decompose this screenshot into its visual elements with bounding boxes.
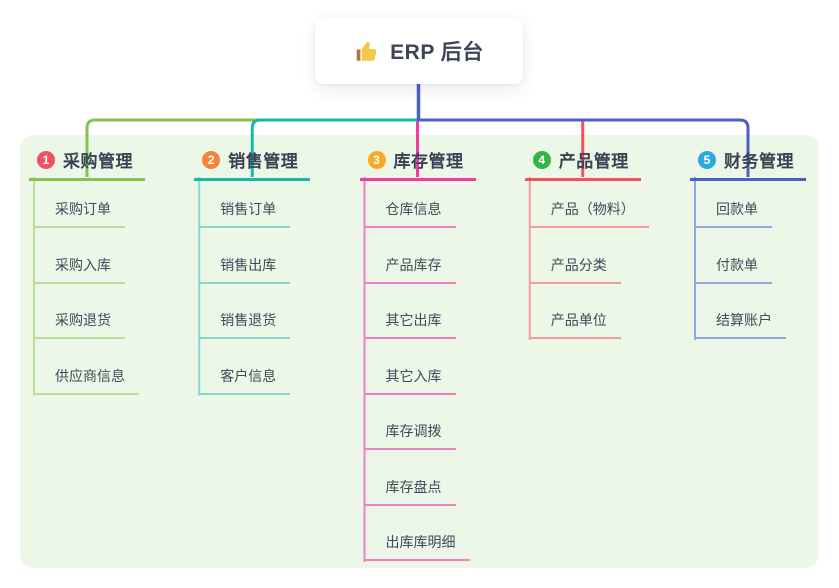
branch-panel-background xyxy=(20,135,819,568)
child-node[interactable]: 供应商信息 xyxy=(33,366,139,395)
child-node[interactable]: 采购入库 xyxy=(33,255,125,284)
child-node[interactable]: 产品分类 xyxy=(528,255,621,284)
root-title: ERP 后台 xyxy=(390,41,484,64)
child-node[interactable]: 其它出库 xyxy=(363,310,456,339)
branch-label: 销售管理 xyxy=(228,152,299,171)
child-node[interactable]: 客户信息 xyxy=(198,366,291,395)
branch-number-badge: 1 xyxy=(37,150,55,169)
child-node[interactable]: 库存调拨 xyxy=(363,421,456,450)
branch-label: 库存管理 xyxy=(393,152,464,171)
branch-label: 产品管理 xyxy=(558,152,629,171)
branch-number-badge: 3 xyxy=(367,150,386,169)
branch-number-badge: 4 xyxy=(532,150,551,169)
branch-number-badge: 2 xyxy=(202,150,221,169)
branch-label: 采购管理 xyxy=(63,152,133,171)
thumbs-up-icon xyxy=(356,42,377,61)
child-node[interactable]: 其它入库 xyxy=(363,366,456,395)
branch-number-badge: 5 xyxy=(698,150,716,169)
branch-node-5[interactable]: 5 财务管理 xyxy=(690,147,806,181)
child-node[interactable]: 采购订单 xyxy=(33,199,125,228)
root-node[interactable]: ERP 后台 xyxy=(315,18,523,84)
child-node[interactable]: 销售出库 xyxy=(198,255,291,284)
child-node[interactable]: 回款单 xyxy=(694,199,772,228)
child-node[interactable]: 结算账户 xyxy=(694,310,786,339)
branch-label: 财务管理 xyxy=(724,152,794,171)
branch-node-4[interactable]: 4 产品管理 xyxy=(524,147,641,181)
child-node[interactable]: 产品单位 xyxy=(528,310,621,339)
branch-node-2[interactable]: 2 销售管理 xyxy=(194,147,311,181)
branch-node-3[interactable]: 3 库存管理 xyxy=(359,147,476,181)
branch-node-1[interactable]: 1 采购管理 xyxy=(29,147,145,181)
child-node[interactable]: 付款单 xyxy=(694,255,772,284)
child-node[interactable]: 产品（物料） xyxy=(528,199,649,228)
child-node[interactable]: 销售退货 xyxy=(198,310,291,339)
child-node[interactable]: 销售订单 xyxy=(198,199,291,228)
child-node[interactable]: 采购退货 xyxy=(33,310,125,339)
child-node[interactable]: 出库库明细 xyxy=(363,532,470,561)
child-node[interactable]: 库存盘点 xyxy=(363,477,456,506)
child-node[interactable]: 产品库存 xyxy=(363,255,456,284)
child-node[interactable]: 仓库信息 xyxy=(363,199,456,228)
